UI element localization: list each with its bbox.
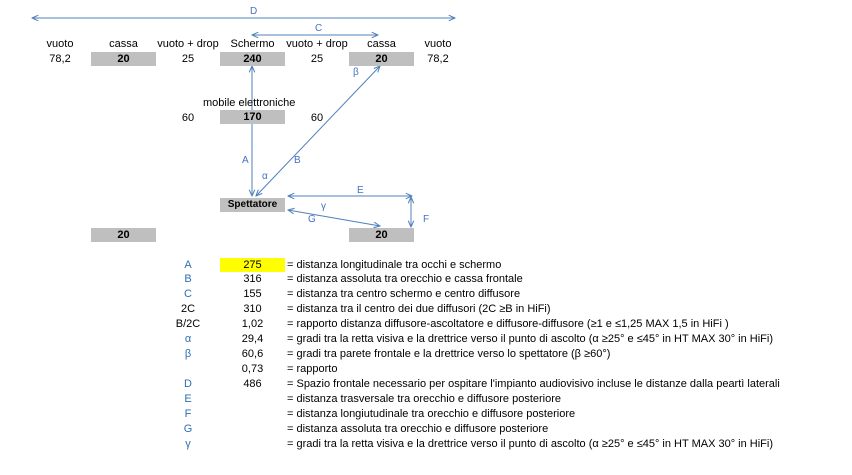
top-value-vuoto-left: 78,2 [49, 53, 71, 65]
top-label-vuoto-right: vuoto [424, 38, 452, 50]
top-value-vuoto-right: 78,2 [427, 53, 449, 65]
cabinet-label: mobile elettroniche [203, 97, 296, 109]
legend-description: = rapporto distanza diffusore-ascoltator… [287, 318, 729, 330]
legend-value: 60,6 [241, 348, 264, 360]
top-label-drop-right: vuoto + drop [286, 38, 348, 50]
legend-symbol: γ [185, 438, 191, 450]
rear-speaker-right-box: 20 [349, 228, 414, 242]
rear-speaker-left-box: 20 [91, 228, 156, 242]
legend-symbol: 2C [180, 303, 196, 315]
label-a: A [242, 155, 249, 166]
legend-value: 29,4 [241, 333, 264, 345]
arrow-b [256, 66, 380, 196]
cabinet-left-value: 60 [181, 112, 195, 124]
front-speaker-left-box: 20 [91, 52, 156, 66]
legend-symbol: C [184, 288, 192, 300]
legend-symbol: D [184, 378, 192, 390]
legend-description: = rapporto [287, 363, 338, 375]
screen-box: 240 [220, 52, 285, 66]
cabinet-box: 170 [220, 110, 285, 124]
top-label-cassa-left: cassa [109, 38, 138, 50]
legend-description: = gradi tra la retta visiva e la drettri… [287, 333, 773, 345]
top-label-vuoto-left: vuoto [46, 38, 74, 50]
label-f: F [423, 214, 430, 225]
legend-description: = gradi tra parete frontale e la drettri… [287, 348, 611, 360]
top-value-drop-left: 25 [181, 53, 195, 65]
legend-symbol: A [184, 259, 192, 271]
label-e: E [357, 185, 364, 196]
label-gamma: γ [321, 201, 326, 212]
legend-description: = distanza longiutudinale tra orecchio e… [287, 408, 576, 420]
label-alpha: α [262, 171, 268, 182]
top-label-cassa-right: cassa [367, 38, 396, 50]
legend-value: 486 [243, 378, 262, 390]
cabinet-right-value: 60 [310, 112, 324, 124]
legend-description: = distanza trasversale tra orecchio e di… [287, 393, 562, 405]
legend-value: 0,73 [241, 363, 264, 375]
top-value-drop-right: 25 [310, 53, 324, 65]
legend-symbol: F [184, 408, 192, 420]
top-label-drop-left: vuoto + drop [157, 38, 219, 50]
top-label-schermo: Schermo [230, 38, 275, 50]
legend-symbol: α [184, 333, 192, 345]
legend-description: = distanza assoluta tra orecchio e cassa… [287, 273, 523, 285]
label-beta: β [353, 67, 359, 78]
legend-description: = distanza longitudinale tra occhi e sch… [287, 259, 502, 271]
legend-symbol: β [184, 348, 192, 360]
label-g: G [308, 214, 316, 225]
legend-value: 316 [243, 273, 262, 285]
arrow-g [288, 210, 380, 226]
label-b: B [294, 155, 301, 166]
legend-value: 275 [220, 258, 285, 272]
legend-description: = gradi tra la retta visiva e la drettri… [287, 438, 773, 450]
legend-description: = distanza assoluta tra orecchio e diffu… [287, 423, 549, 435]
legend-value: 310 [243, 303, 262, 315]
label-c: C [315, 23, 323, 34]
label-d: D [250, 6, 258, 17]
legend-value: 155 [243, 288, 262, 300]
legend-description: = distanza tra centro schermo e centro d… [287, 288, 521, 300]
legend-symbol: G [183, 423, 193, 435]
legend-value: 1,02 [241, 318, 264, 330]
front-speaker-right-box: 20 [349, 52, 414, 66]
legend-symbol: B/2C [175, 318, 201, 330]
legend-description: = Spazio frontale necessario per ospitar… [287, 378, 780, 390]
legend-symbol: B [184, 273, 192, 285]
spectator-box: Spettatore [220, 198, 285, 212]
legend-description: = distanza tra il centro dei due diffuso… [287, 303, 551, 315]
legend-symbol: E [184, 393, 192, 405]
